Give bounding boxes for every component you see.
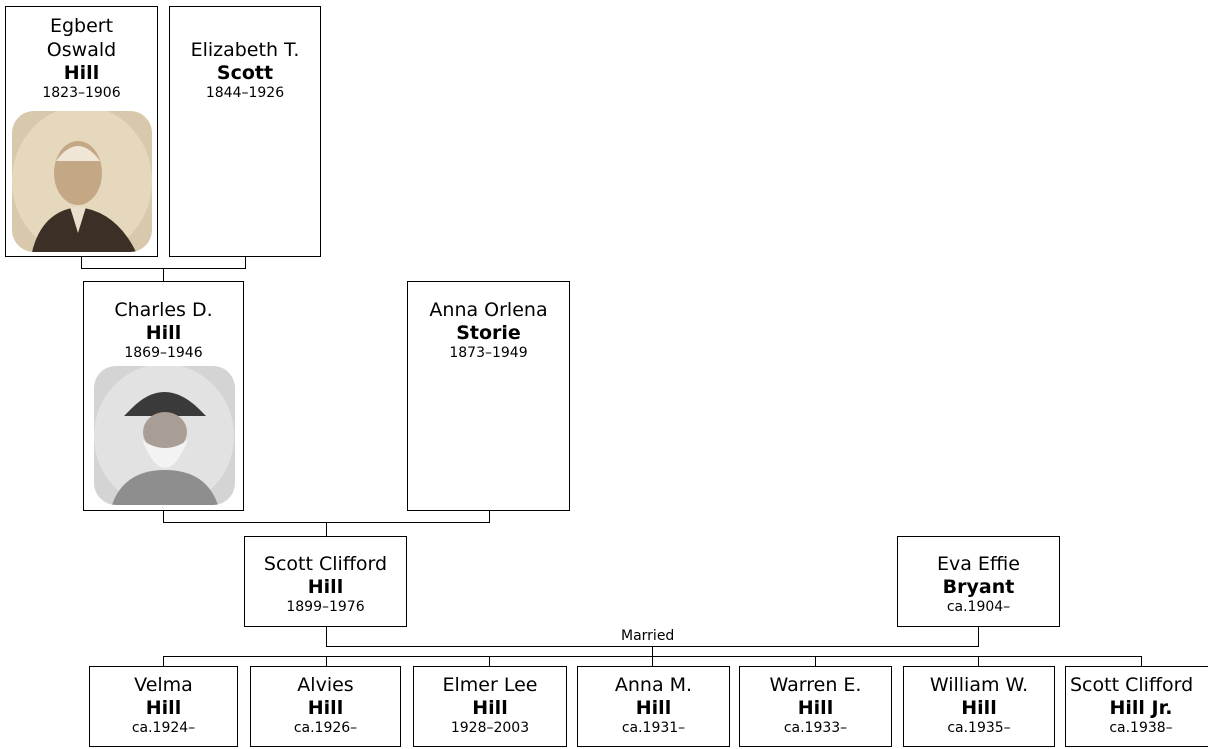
connector-line — [1141, 656, 1142, 666]
person-given-name: Elmer Lee — [442, 674, 538, 696]
person-dates: ca.1938– — [1109, 720, 1173, 736]
person-box-eva-effie-bryant[interactable]: Eva Effie Bryant ca.1904– — [897, 536, 1060, 627]
person-box-charles-hill[interactable]: Charles D. Hill 1869–1946 — [83, 281, 244, 511]
connector-line — [163, 511, 164, 523]
connector-line — [326, 522, 327, 536]
person-given-name: Scott Clifford — [1070, 674, 1194, 696]
person-surname: Storie — [456, 322, 521, 344]
connector-line — [245, 257, 246, 269]
person-given-name: Egbert Oswald — [46, 15, 117, 61]
person-surname: Hill — [307, 576, 344, 598]
person-box-scott-clifford-hill[interactable]: Scott Clifford Hill 1899–1976 — [244, 536, 407, 627]
person-surname: Hill — [145, 322, 182, 344]
person-surname: Hill — [145, 697, 182, 719]
person-given-name: Alvies — [297, 674, 354, 696]
person-given-name: Warren E. — [769, 674, 862, 696]
portrait-photo — [94, 366, 235, 505]
connector-line — [163, 268, 164, 281]
person-given-name: Anna Orlena — [429, 299, 548, 321]
person-dates: 1869–1946 — [124, 345, 203, 361]
person-surname: Hill — [635, 697, 672, 719]
person-box-william-w-hill[interactable]: William W. Hill ca.1935– — [903, 666, 1055, 747]
person-dates: 1873–1949 — [449, 345, 528, 361]
connector-line — [489, 511, 490, 523]
person-given-name: William W. — [929, 674, 1029, 696]
person-dates: 1823–1906 — [42, 85, 121, 101]
person-box-anna-orlena-storie[interactable]: Anna Orlena Storie 1873–1949 — [407, 281, 570, 511]
connector-line — [652, 656, 653, 666]
person-box-alvies-hill[interactable]: Alvies Hill ca.1926– — [250, 666, 401, 747]
connector-line — [978, 656, 979, 666]
person-dates: 1928–2003 — [450, 720, 530, 736]
person-box-elizabeth-scott[interactable]: Elizabeth T. Scott 1844–1926 — [169, 6, 321, 257]
connector-line — [815, 656, 816, 666]
person-given-name: Elizabeth T. — [190, 39, 300, 61]
person-dates: ca.1926– — [293, 720, 358, 736]
connector-line — [81, 257, 82, 269]
person-surname: Hill — [472, 697, 508, 719]
connector-line — [978, 627, 979, 647]
person-box-anna-m-hill[interactable]: Anna M. Hill ca.1931– — [577, 666, 730, 747]
person-dates: 1844–1926 — [205, 85, 285, 101]
portrait-photo — [12, 111, 152, 252]
person-box-elmer-lee-hill[interactable]: Elmer Lee Hill 1928–2003 — [413, 666, 567, 747]
person-dates: 1899–1976 — [286, 599, 365, 615]
person-box-velma-hill[interactable]: Velma Hill ca.1924– — [89, 666, 238, 747]
person-given-name: Charles D. — [114, 299, 213, 321]
person-surname: Hill — [63, 62, 100, 84]
person-given-name: Scott Clifford — [263, 553, 388, 575]
person-dates: ca.1933– — [783, 720, 848, 736]
person-given-name: Anna M. — [614, 674, 693, 696]
person-dates: ca.1935– — [947, 720, 1011, 736]
connector-line — [652, 646, 653, 657]
person-given-name: Eva Effie — [937, 553, 1020, 575]
person-dates: ca.1924– — [131, 720, 196, 736]
person-dates: ca.1904– — [946, 599, 1011, 615]
connector-line — [163, 656, 164, 666]
person-surname: Bryant — [942, 576, 1015, 598]
person-box-warren-e-hill[interactable]: Warren E. Hill ca.1933– — [739, 666, 892, 747]
married-label: Married — [619, 628, 677, 644]
person-surname: Scott — [216, 62, 274, 84]
person-dates: ca.1931– — [621, 720, 686, 736]
person-surname: Hill — [307, 697, 344, 719]
person-box-scott-clifford-hill-jr[interactable]: Scott Clifford Hill Jr. ca.1938– — [1065, 666, 1208, 747]
connector-line — [326, 627, 327, 647]
person-surname: Hill — [961, 697, 997, 719]
person-box-egbert-hill[interactable]: Egbert Oswald Hill 1823–1906 — [5, 6, 158, 257]
connector-line — [326, 656, 327, 666]
person-surname: Hill — [797, 697, 834, 719]
connector-line — [489, 656, 490, 666]
person-surname: Hill Jr. — [1109, 697, 1173, 719]
person-given-name: Velma — [134, 674, 193, 696]
